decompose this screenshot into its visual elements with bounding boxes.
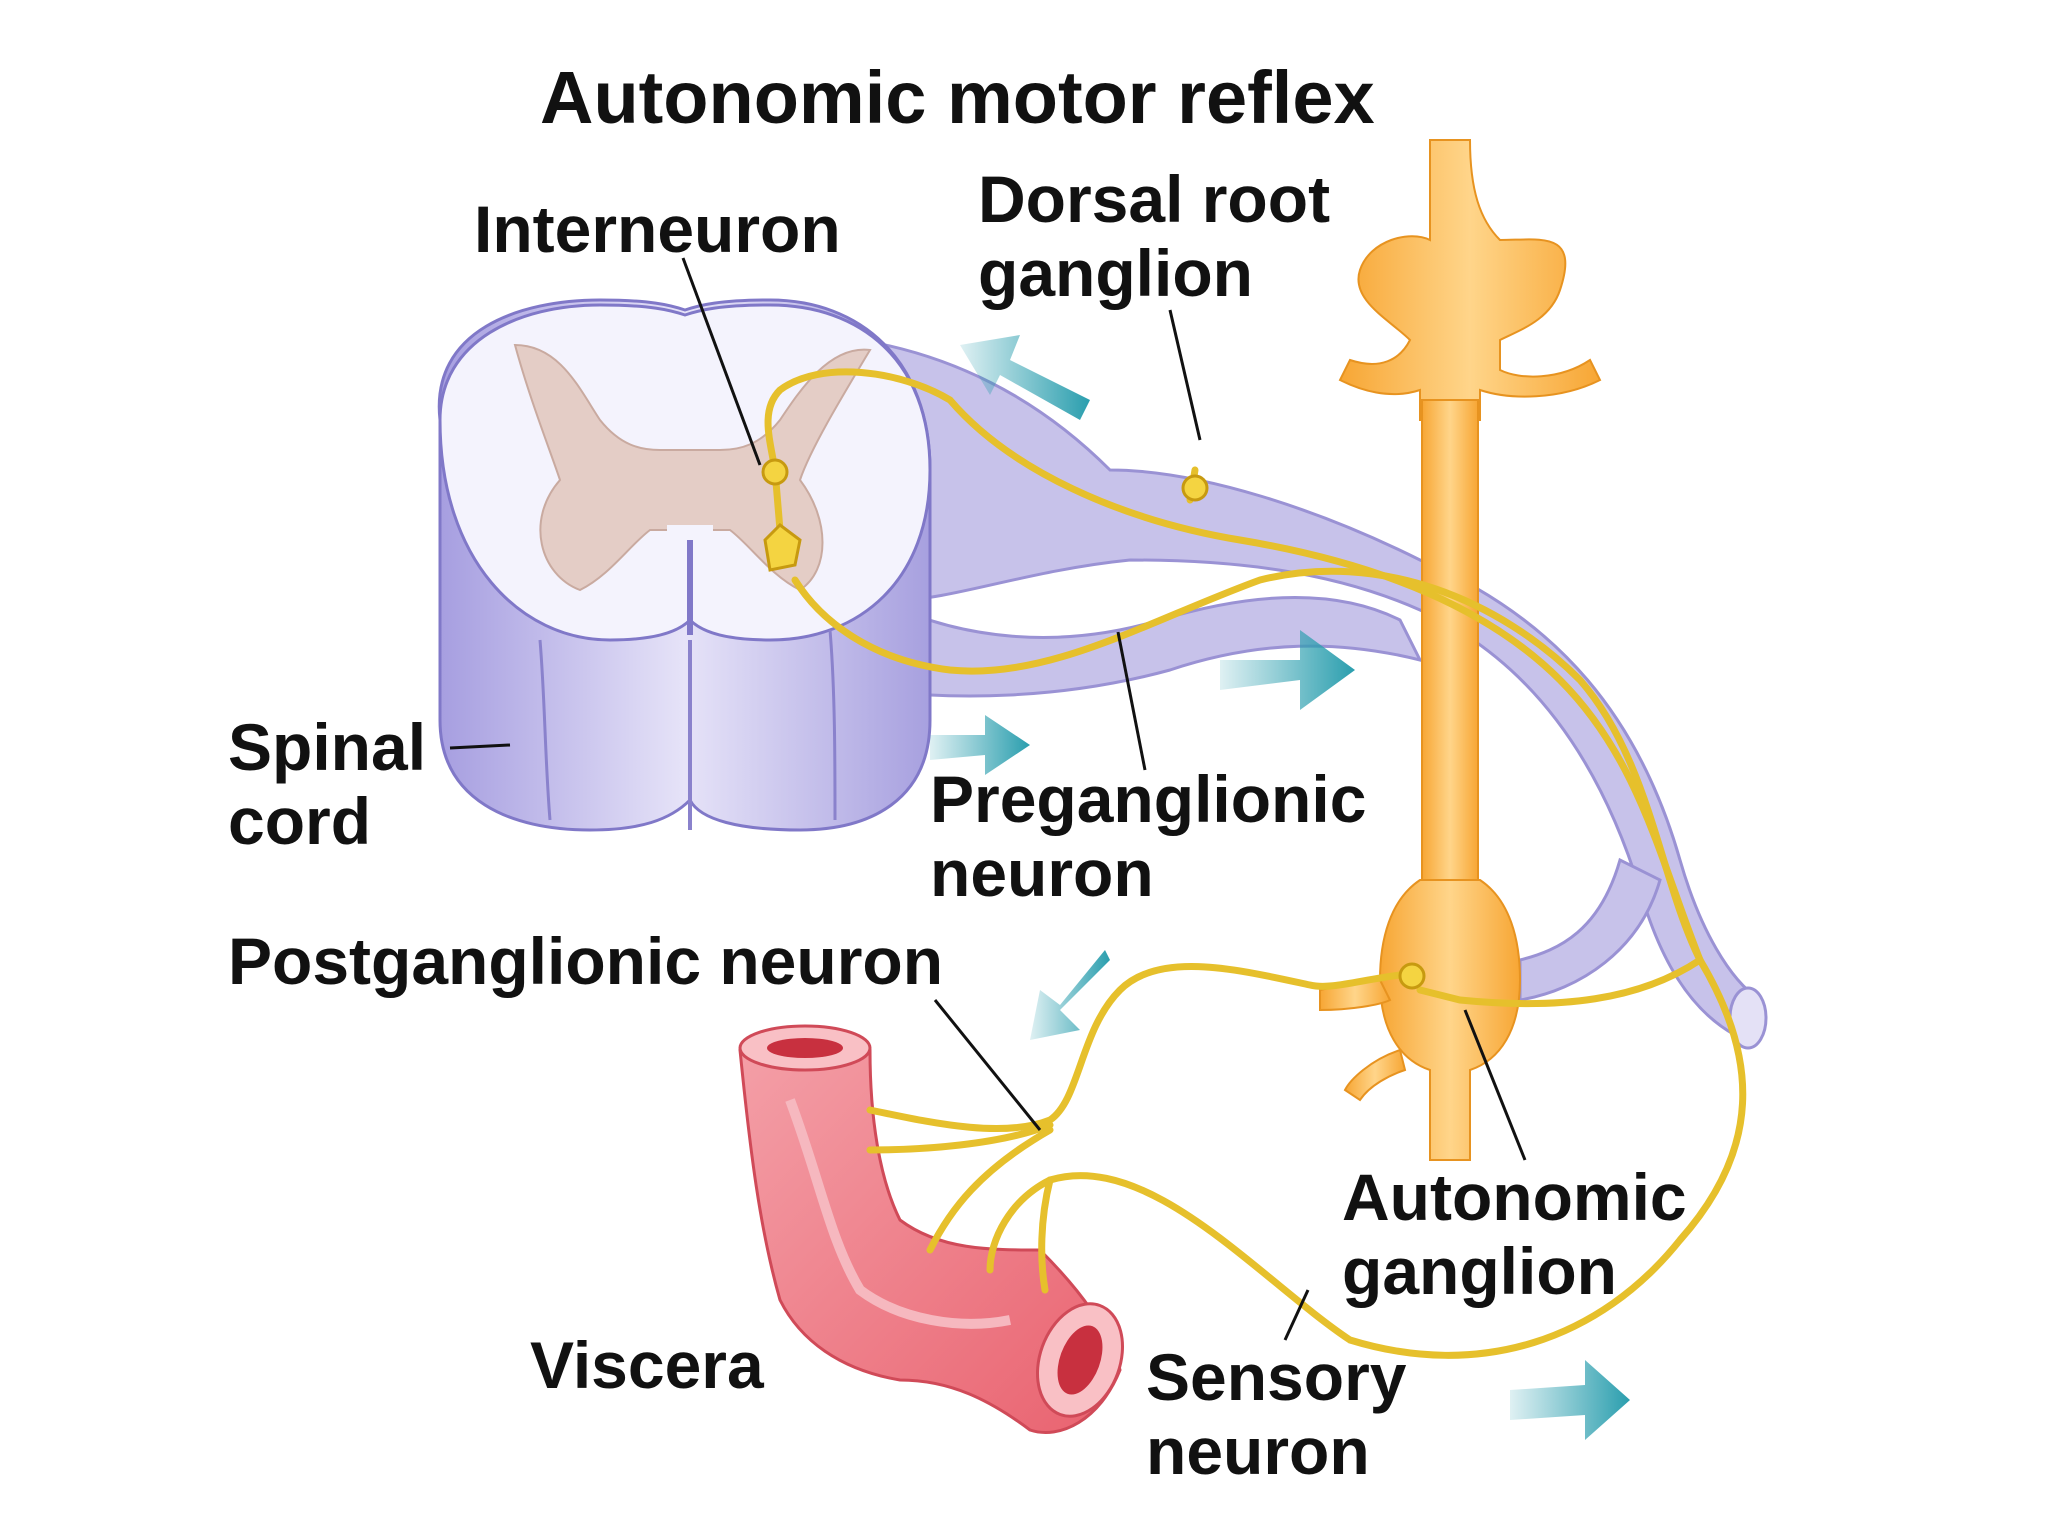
leader-preganglionic <box>1116 631 1147 771</box>
leader-interneuron <box>681 257 762 466</box>
viscera-shape <box>738 1024 1125 1434</box>
leader-dorsal-root-ganglion <box>1168 309 1202 441</box>
label-sensory-neuron-line2: neuron <box>1146 1414 1370 1488</box>
label-preganglionic-neuron-line2: neuron <box>930 836 1154 910</box>
label-autonomic-ganglion-line2: ganglion <box>1342 1234 1617 1308</box>
flow-arrows <box>930 335 1630 1440</box>
label-dorsal-root-ganglion-line1: Dorsal root <box>978 162 1331 236</box>
label-spinal-cord-line1: Spinal <box>228 710 427 784</box>
neuron-paths <box>764 368 1747 1359</box>
spinal-cord-shape <box>437 298 932 832</box>
label-spinal-cord-line2: cord <box>228 784 372 858</box>
sympathetic-chain <box>1319 139 1602 1161</box>
leader-autonomic-ganglion <box>1463 1009 1527 1161</box>
leader-spinal-cord <box>449 743 511 750</box>
label-autonomic-ganglion-line1: Autonomic <box>1342 1160 1687 1234</box>
leader-sensory-neuron <box>1283 1289 1310 1341</box>
arrow-afferent <box>960 335 1090 420</box>
arrow-root <box>930 715 1030 775</box>
label-sensory-neuron-line1: Sensory <box>1146 1340 1407 1414</box>
label-viscera: Viscera <box>530 1328 764 1402</box>
label-preganglionic-neuron: Preganglionic neuron <box>930 762 1366 910</box>
arrow-efferent <box>1220 630 1355 710</box>
arrow-sensory <box>1510 1360 1630 1440</box>
leader-postganglionic <box>933 999 1042 1131</box>
diagram-title: Autonomic motor reflex <box>540 56 1375 139</box>
leader-lines <box>449 257 1527 1341</box>
label-interneuron: Interneuron <box>474 192 841 266</box>
label-spinal-cord: Spinal cord <box>228 710 426 858</box>
label-sensory-neuron: Sensory neuron <box>1146 1340 1406 1488</box>
spinal-nerve <box>858 338 1768 1050</box>
label-preganglionic-neuron-line1: Preganglionic <box>930 762 1367 836</box>
label-dorsal-root-ganglion-line2: ganglion <box>978 236 1253 310</box>
neuron-cell-bodies <box>761 458 1426 990</box>
arrow-visceral <box>1030 950 1110 1040</box>
label-autonomic-ganglion: Autonomic ganglion <box>1342 1160 1687 1308</box>
label-postganglionic-neuron: Postganglionic neuron <box>228 924 944 998</box>
label-dorsal-root-ganglion: Dorsal root ganglion <box>978 162 1330 310</box>
